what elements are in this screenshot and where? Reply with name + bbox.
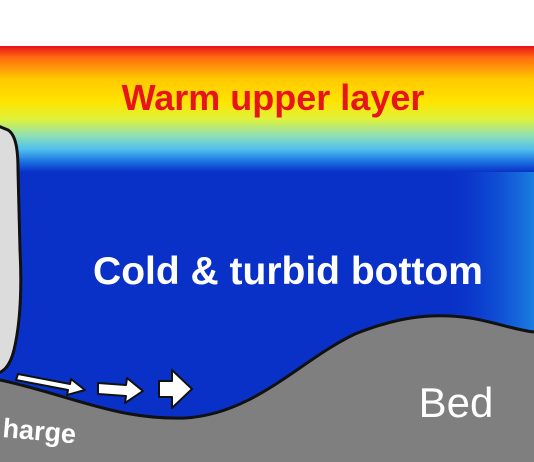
bed-outline xyxy=(0,314,534,420)
discharge-label: harge xyxy=(1,413,77,449)
bed-label: Bed xyxy=(419,379,494,426)
flow-arrows xyxy=(15,369,193,409)
medium-arrow xyxy=(97,377,144,404)
warm-layer-label: Warm upper layer xyxy=(122,77,425,118)
small-arrow xyxy=(15,373,86,396)
intake-structure xyxy=(0,125,23,375)
cold-layer-label: Cold & turbid bottom xyxy=(93,250,483,293)
right-edge-water-shade xyxy=(445,165,534,335)
warm-upper-layer xyxy=(0,46,534,172)
large-arrow xyxy=(158,369,193,409)
bed-terrain xyxy=(0,315,534,462)
